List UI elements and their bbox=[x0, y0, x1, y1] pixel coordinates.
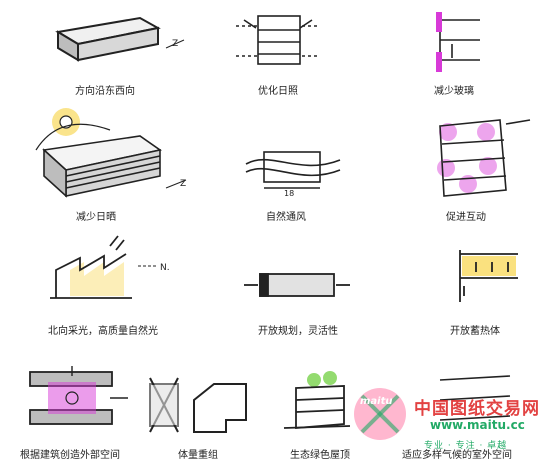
caption-massing: 体量重组 bbox=[178, 450, 218, 461]
watermark-title: 中国图纸交易网 bbox=[414, 399, 540, 419]
caption-natural-vent: 自然通风 bbox=[266, 212, 306, 223]
dim-label: 18 bbox=[284, 189, 294, 198]
caption-open-plan: 开放规划，灵活性 bbox=[258, 326, 338, 337]
caption-outdoor-space: 根据建筑创造外部空间 bbox=[20, 450, 120, 461]
caption-reduce-glass: 减少玻璃 bbox=[434, 86, 474, 97]
watermark-emblem bbox=[354, 388, 406, 440]
north-n-label: N. bbox=[160, 263, 170, 273]
watermark-url: www.maitu.cc bbox=[430, 418, 525, 432]
watermark-slogan: 专业 · 专注 · 卓越 bbox=[424, 441, 508, 451]
caption-optimize-sun: 优化日照 bbox=[258, 86, 298, 97]
caption-promote-interaction: 促进互动 bbox=[446, 212, 486, 223]
caption-reduce-sun: 减少日晒 bbox=[76, 212, 116, 223]
caption-green-roof: 生态绿色屋顶 bbox=[290, 450, 350, 461]
caption-climate: 适应多样气候的室外空间 bbox=[402, 450, 512, 461]
watermark-logo: maitu 中国图纸交易网 www.maitu.cc 专业 · 专注 · 卓越 bbox=[354, 388, 558, 458]
caption-orientation: 方向沿东西向 bbox=[75, 86, 135, 97]
caption-thermal-mass: 开放蓄热体 bbox=[450, 326, 500, 337]
watermark-brand: maitu bbox=[360, 396, 393, 407]
north-z-label-2: Z bbox=[180, 179, 186, 189]
caption-north-light: 北向采光，高质量自然光 bbox=[48, 326, 158, 337]
